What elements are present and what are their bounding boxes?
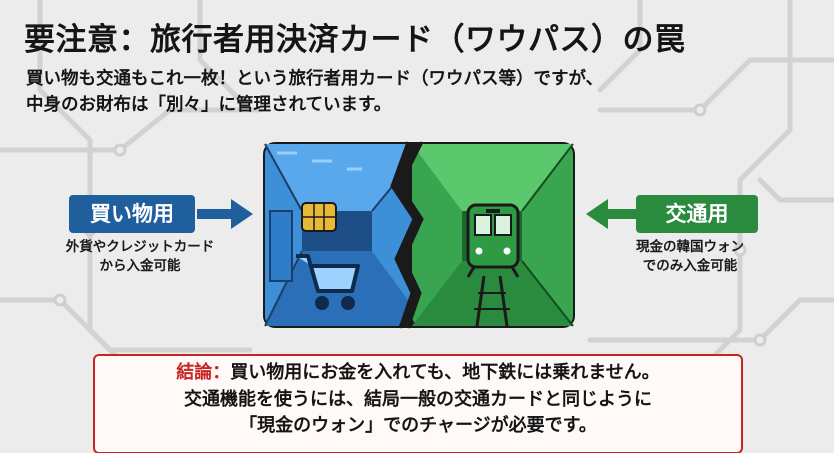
transit-description: 現金の韓国ウォン でのみ入金可能	[610, 238, 770, 276]
conclusion-line-1: 結論：買い物用にお金を入れても、地下鉄には乗れません。	[95, 360, 741, 387]
shopping-desc-line-2: から入金可能	[99, 258, 181, 274]
subtitle-line-2: 中身のお財布は「別々」に管理されています。	[26, 95, 392, 115]
subtitle-line-1: 買い物も交通もこれ一枚！という旅行者用カード（ワウパス等）ですが、	[26, 69, 604, 89]
transit-desc-line-1: 現金の韓国ウォン	[636, 239, 744, 255]
arrow-right-icon	[197, 199, 253, 229]
transit-desc-line-2: でのみ入金可能	[642, 258, 738, 274]
shopping-cart-icon	[296, 254, 360, 310]
conclusion-box: 結論：買い物用にお金を入れても、地下鉄には乗れません。 交通機能を使うには、結局…	[93, 354, 743, 453]
shopping-description: 外貨やクレジットカード から入金可能	[60, 238, 220, 276]
subway-train-icon	[466, 203, 520, 278]
arrow-left-icon	[586, 199, 636, 229]
conclusion-line-3: 「現金のウォン」でのチャージが必要です。	[239, 415, 597, 436]
page-title: 要注意：旅行者用決済カード（ワウパス）の罠	[24, 22, 686, 58]
subtitle: 買い物も交通もこれ一枚！という旅行者用カード（ワウパス等）ですが、 中身のお財布…	[26, 66, 603, 118]
travel-card-illustration	[263, 141, 575, 329]
shopping-half	[264, 143, 414, 327]
conclusion-line-1-text: 買い物用にお金を入れても、地下鉄には乗れません。	[230, 362, 660, 383]
transit-label: 交通用	[636, 195, 758, 233]
conclusion-line-2: 交通機能を使うには、結局一般の交通カードと同じように	[184, 388, 652, 410]
shopping-label: 買い物用	[69, 195, 195, 233]
conclusion-key: 結論：	[176, 362, 231, 383]
ic-chip-icon	[301, 202, 337, 232]
shopping-desc-line-1: 外貨やクレジットカード	[65, 239, 215, 255]
